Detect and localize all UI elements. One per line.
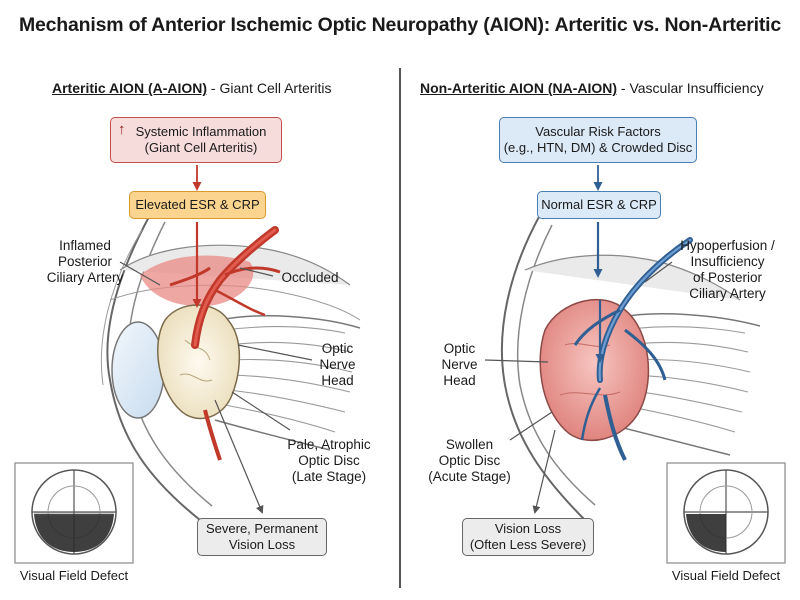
left-visual-field-icon — [14, 462, 134, 564]
left-panel-heading: Arteritic AION (A-AION) - Giant Cell Art… — [52, 80, 332, 96]
right-visual-field-icon — [666, 462, 786, 564]
box-line: (Giant Cell Arteritis) — [144, 140, 258, 155]
arrow-up-icon: ↑ — [118, 121, 126, 138]
right-eye-anatomy — [484, 165, 761, 521]
vision-loss-box: Vision Loss(Often Less Severe) — [462, 518, 594, 556]
occluded-label: Occluded — [281, 270, 339, 285]
right-panel-heading: Non-Arteritic AION (NA-AION) - Vascular … — [420, 80, 764, 96]
elevated-esr-crp-box: Elevated ESR & CRP — [129, 191, 266, 219]
panel-divider — [399, 68, 401, 588]
box-line: Systemic Inflammation — [135, 124, 267, 139]
normal-esr-crp-box: Normal ESR & CRP — [537, 191, 661, 219]
left-visual-field-caption: Visual Field Defect — [19, 568, 129, 583]
page-title: Mechanism of Anterior Ischemic Optic Neu… — [18, 14, 782, 36]
right-visual-field-caption: Visual Field Defect — [671, 568, 781, 583]
systemic-inflammation-box: ↑ Systemic Inflammation(Giant Cell Arter… — [110, 117, 282, 163]
left-eye-anatomy — [100, 165, 361, 521]
vascular-risk-box: Vascular Risk Factors(e.g., HTN, DM) & C… — [499, 117, 697, 163]
